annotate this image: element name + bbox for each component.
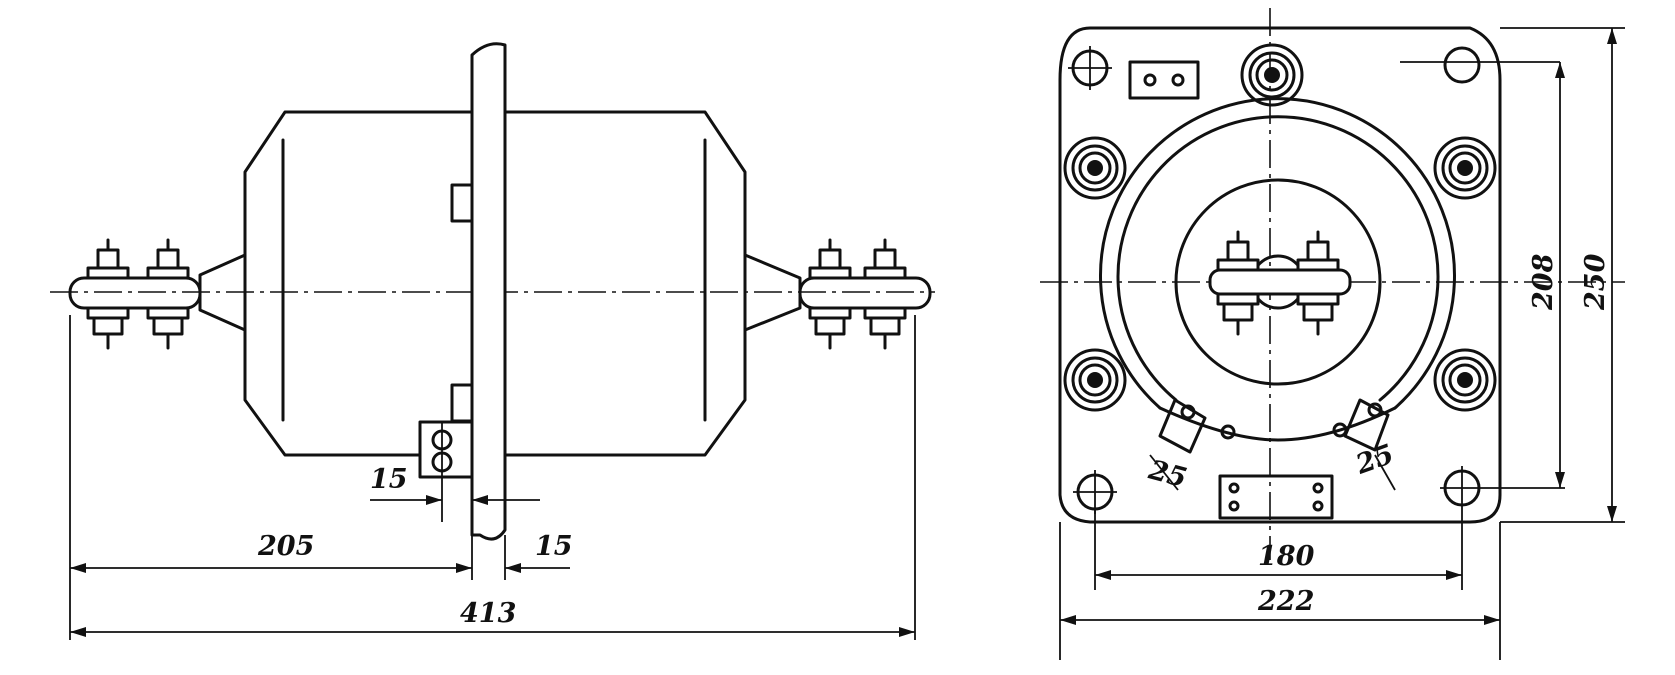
arrow-icon <box>70 563 86 573</box>
dim-gap-left: 15 <box>370 464 408 495</box>
round-housing-outer <box>1099 97 1456 410</box>
bolt-icon <box>863 238 907 280</box>
stud-icon <box>1240 43 1304 107</box>
dim-line <box>1149 454 1179 491</box>
dim-line <box>1374 454 1396 491</box>
dim-slot-right: 25 <box>1351 439 1398 481</box>
stud-icon <box>1063 136 1127 200</box>
bolt-icon <box>1296 230 1340 272</box>
arrow-icon <box>1607 506 1617 522</box>
stud-icon <box>1063 348 1127 412</box>
arrow-icon <box>70 627 86 637</box>
arrow-icon <box>1555 62 1565 78</box>
flange-nut-bottom <box>450 383 474 423</box>
side-view: 15 15 205 413 <box>50 42 935 640</box>
dim-total-length: 413 <box>460 598 516 629</box>
dim-hole-height: 208 <box>1528 253 1559 311</box>
bolt-icon <box>146 306 190 350</box>
right-terminal-bar <box>798 276 932 310</box>
bolt-icon <box>808 306 852 350</box>
nameplate-top <box>1128 60 1200 100</box>
front-view: 25 25 208 250 180 222 <box>1040 8 1625 660</box>
flange-nut-top <box>450 183 474 223</box>
bolt-icon <box>1216 230 1260 272</box>
dim-gap-right: 15 <box>535 531 573 562</box>
nameplate-bottom <box>1218 474 1334 520</box>
arrow-icon <box>426 495 442 505</box>
slot-lug-right <box>1343 398 1390 452</box>
dim-overall-width: 222 <box>1257 586 1314 617</box>
arrow-icon <box>505 563 521 573</box>
stud-icon <box>1433 136 1497 200</box>
arrow-icon <box>1555 472 1565 488</box>
front-terminal-bar <box>1208 268 1352 296</box>
left-terminal-bar <box>68 276 202 310</box>
arrow-icon <box>456 563 472 573</box>
bolt-icon <box>86 306 130 350</box>
corner-hole-tl <box>1068 46 1112 90</box>
bolt-icon <box>86 238 130 280</box>
dim-slot-left: 25 <box>1145 454 1190 494</box>
dim-hole-width: 180 <box>1258 541 1315 572</box>
transformer-body <box>243 110 747 457</box>
arrow-icon <box>1607 28 1617 44</box>
arrow-icon <box>1060 615 1076 625</box>
bolt-icon <box>808 238 852 280</box>
arrow-icon <box>1446 570 1462 580</box>
mounting-flange <box>470 42 507 541</box>
bolt-icon <box>1216 292 1260 336</box>
bolt-icon <box>1296 292 1340 336</box>
arrow-icon <box>1095 570 1111 580</box>
inner-bore <box>1174 178 1382 386</box>
corner-hole-tr <box>1400 46 1560 84</box>
arrow-icon <box>1484 615 1500 625</box>
arrow-icon <box>472 495 488 505</box>
arrow-icon <box>899 627 915 637</box>
bolt-icon <box>146 238 190 280</box>
corner-hole-bl <box>1073 470 1117 514</box>
stud-icon <box>1433 348 1497 412</box>
corner-hole-br <box>1440 466 1565 510</box>
dim-overall-height: 250 <box>1580 253 1611 311</box>
front-flange <box>1058 26 1502 524</box>
bolt-icon <box>863 306 907 350</box>
round-housing-inner <box>1116 115 1440 402</box>
dim-half-length: 205 <box>257 531 314 562</box>
